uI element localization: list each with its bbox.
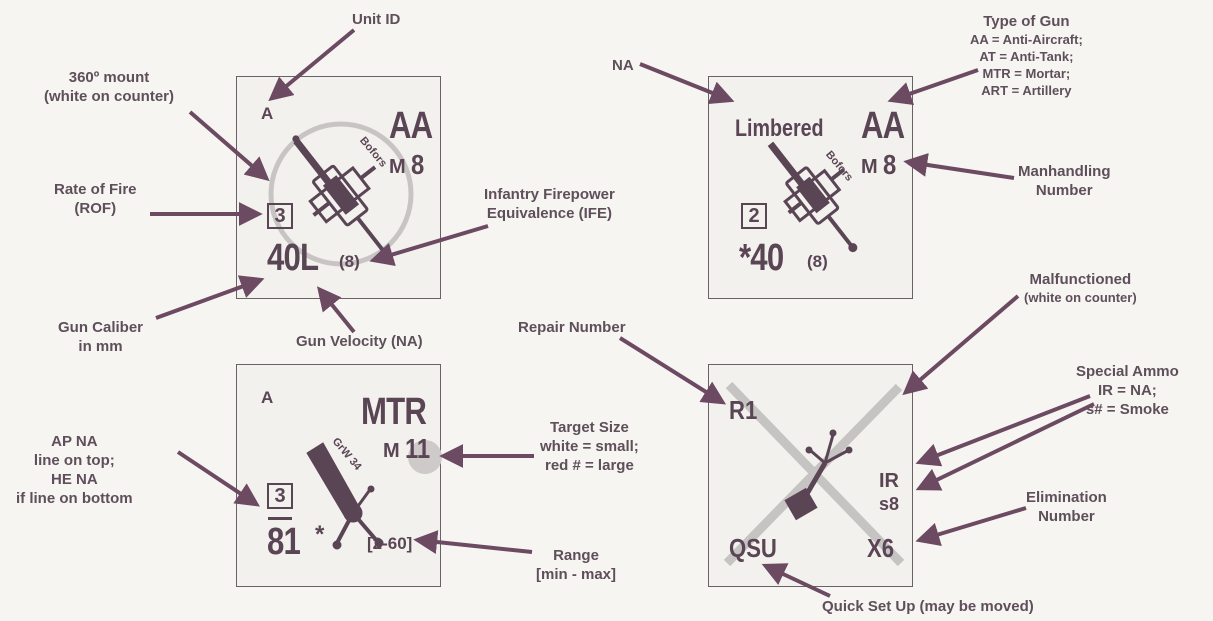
label-elimination: Elimination Number	[1026, 489, 1107, 525]
label-gun-caliber: Gun Caliber in mm	[58, 319, 144, 355]
label-rate-of-fire: Rate of Fire (ROF)	[54, 181, 137, 217]
target-size-dot	[408, 440, 442, 474]
gun-type-aa-back: AA	[861, 105, 905, 147]
gun-type-mtr: MTR	[361, 391, 427, 433]
counter-mtr: A GrW 34 MTR M 11 3 81 * [2-60]	[236, 364, 442, 587]
arrow-special-smoke	[915, 402, 1095, 491]
arrow-repair	[618, 336, 727, 405]
quick-setup-qsu: QSU	[729, 533, 777, 563]
arrow-manhandling	[903, 153, 1015, 180]
label-repair-number: Repair Number	[518, 319, 626, 336]
repair-number: R1	[729, 395, 758, 425]
m-prefix-back: M	[861, 156, 878, 178]
counter-aa-front: A Bofors AA M 8 3 40L (8)	[236, 76, 441, 299]
label-manhandling: Manhandling Number	[1018, 163, 1111, 199]
unit-id-a-mtr: A	[261, 388, 274, 407]
range-value: [2-60]	[367, 534, 413, 553]
limbered-status: Limbered	[735, 115, 824, 142]
manhandling-number-mtr: 11	[405, 433, 431, 464]
label-unit-id: Unit ID	[352, 11, 401, 28]
label-quick-setup: Quick Set Up (may be moved)	[822, 598, 1034, 615]
ife-value-back: (8)	[807, 252, 828, 271]
label-target-size: Target Size white = small; red # = large	[540, 419, 639, 474]
gun-caliber-mtr: 81	[267, 521, 301, 563]
m-prefix: M	[389, 156, 406, 178]
manhandling-number-back: 8	[883, 149, 897, 180]
gun-silhouette-mortar	[306, 440, 442, 550]
manhandling-number: 8	[411, 149, 425, 180]
special-ammo-smoke: s8	[879, 494, 900, 514]
elimination-number: X6	[867, 533, 895, 563]
rof-box: 3	[267, 203, 293, 229]
label-gun-velocity: Gun Velocity (NA)	[296, 333, 423, 350]
mount-360-circle	[268, 121, 414, 267]
special-ammo-ir: IR	[879, 470, 899, 492]
counter-aa-back: Limbered Bofors AA M 8 2 *40 (8)	[708, 76, 913, 299]
label-360-mount: 360º mount (white on counter)	[44, 69, 174, 105]
gun-caliber-back: *40	[739, 237, 784, 279]
label-ife: Infantry Firepower Equivalence (IFE)	[484, 186, 615, 222]
malfunction-x-line-b	[723, 383, 903, 567]
m-prefix-mtr: M	[383, 440, 400, 462]
gun-silhouette-bofors-limbered	[767, 141, 858, 253]
ife-value: (8)	[339, 252, 360, 271]
arrow-malfunctioned	[902, 294, 1020, 396]
label-special-ammo: Special Ammo IR = NA; s# = Smoke	[1076, 363, 1179, 418]
counter-malfunctioned: R1 IR s8 QSU X6	[708, 364, 913, 587]
caliber-asterisk: *	[315, 521, 325, 548]
label-na: NA	[612, 57, 634, 74]
label-malfunctioned: Malfunctioned (white on counter)	[1024, 271, 1137, 305]
gun-silhouette-bofors	[268, 121, 414, 267]
arrow-special-ir	[915, 394, 1091, 467]
arrow-elimination	[915, 506, 1027, 546]
label-ap-he-na: AP NA line on top; HE NA if line on bott…	[16, 433, 133, 507]
rof-box-back: 2	[741, 203, 767, 229]
unit-id-a: A	[261, 104, 274, 123]
ap-na-line	[268, 517, 292, 520]
gun-type-aa: AA	[389, 105, 433, 147]
label-type-of-gun: Type of Gun AA = Anti-Aircraft; AT = Ant…	[970, 13, 1083, 98]
label-range: Range [min - max]	[536, 547, 617, 583]
rof-box-mtr: 3	[267, 483, 293, 509]
malfunction-x-and-gun	[723, 381, 905, 567]
gun-caliber: 40L	[267, 237, 319, 279]
